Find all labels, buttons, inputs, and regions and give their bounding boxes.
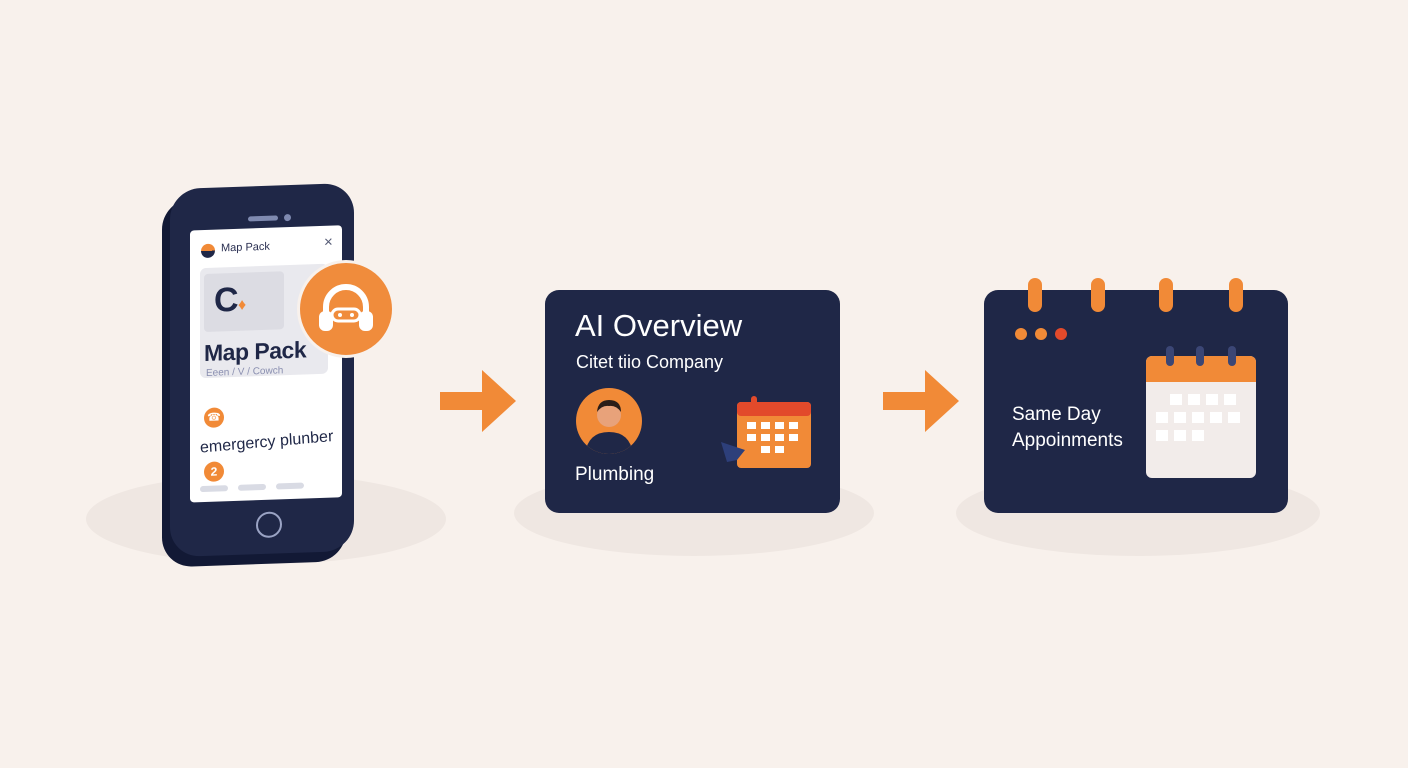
binder-ring [1229,278,1243,312]
screen-header-title: Map Pack [221,240,270,255]
same-day-line-2: Appoinments [1012,430,1123,451]
same-day-card: Same Day Appoinments [984,278,1288,513]
placeholder-bar [238,483,266,491]
placeholder-bar [200,485,228,493]
binder-ring [1159,278,1173,312]
window-dot [1035,328,1047,340]
result-placeholder-bars [200,482,304,493]
phone-icon[interactable]: ☎ [204,407,224,429]
same-day-line-1: Same Day [1012,404,1101,425]
home-button[interactable] [256,511,282,539]
rank-badge: 2 [204,461,224,483]
headset-icon [297,260,395,358]
close-icon[interactable]: × [324,233,333,251]
binder-ring [1091,278,1105,312]
arrow-right-icon [883,370,959,432]
ai-overview-subtitle: Citet tiio Company [576,352,724,372]
placeholder-bar [276,482,304,490]
map-c-icon: C [214,280,239,320]
window-dot [1015,328,1027,340]
binder-ring [1028,278,1042,312]
phone-speaker [248,215,278,222]
map-pack-subtitle: Eeen / V / Cowch [206,365,284,379]
calendar-icon [721,396,811,468]
pin-icon: ♦ [238,296,247,314]
same-day-label: Same Day Appoinments [1012,402,1123,454]
calendar-icon [1146,346,1256,478]
window-dot [1055,328,1067,340]
search-query: emergercy plunber [199,428,334,457]
map-pack-title: Map Pack [204,336,307,367]
cursor-icon [721,442,745,462]
phone-camera [284,213,291,222]
ai-overview-card: AI Overview Citet tiio Company Plumbing [545,290,840,513]
phone-device: Map Pack × C ♦ Map Pack Eeen / V / Cowch… [170,182,354,558]
map-thumbnail: C ♦ [204,271,284,333]
google-logo-icon [201,243,215,259]
ai-overview-title: AI Overview [575,308,743,343]
avatar-icon [576,388,642,454]
ai-overview-label: Plumbing [575,464,655,485]
arrow-right-icon [440,370,516,432]
